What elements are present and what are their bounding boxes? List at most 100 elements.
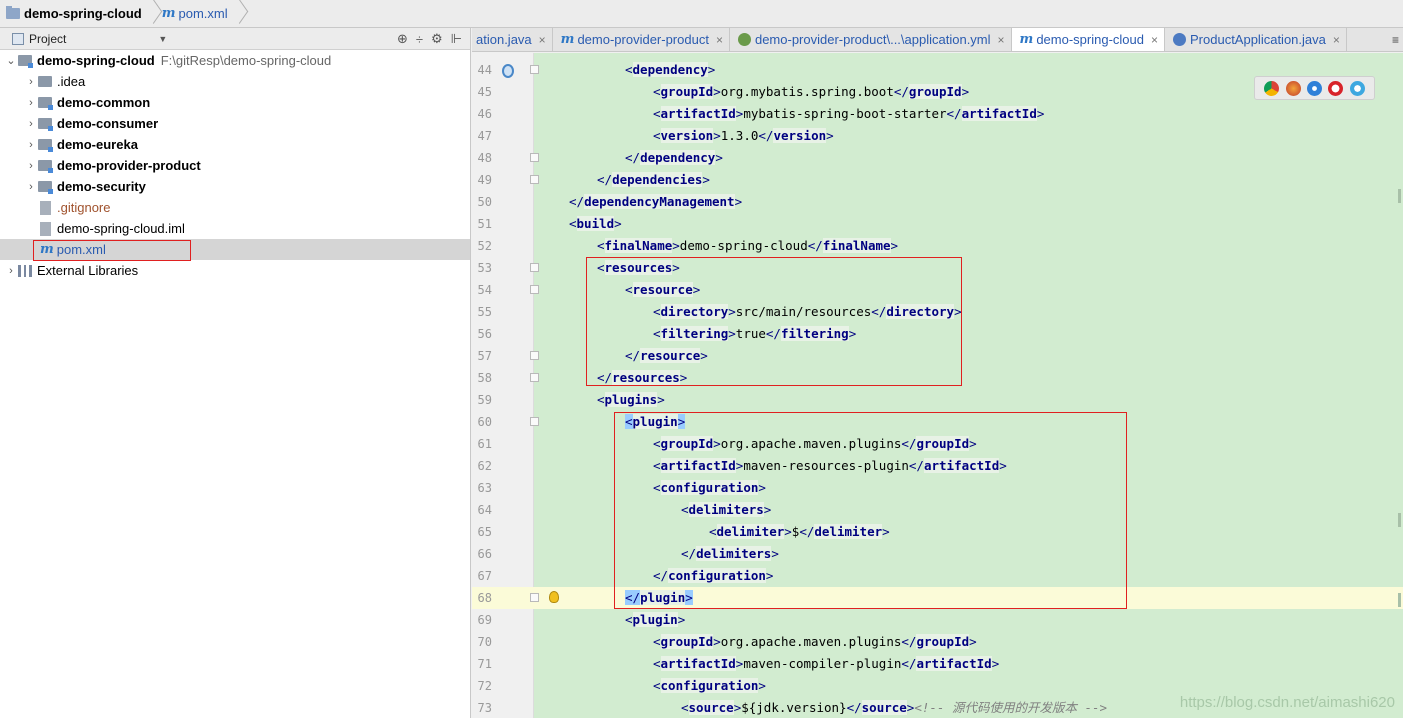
line-number: 58 — [477, 371, 492, 385]
tree-item[interactable]: ›demo-consumer — [0, 113, 470, 134]
line-number: 69 — [477, 613, 492, 627]
chevron-down-icon[interactable]: ⌄ — [6, 55, 16, 67]
code-line[interactable]: 64<delimiters> — [472, 499, 1403, 521]
code-line[interactable]: 61<groupId>org.apache.maven.plugins</gro… — [472, 433, 1403, 455]
opera-icon[interactable] — [1328, 80, 1344, 96]
tree-item[interactable]: ›demo-common — [0, 92, 470, 113]
chevron-right-icon[interactable]: › — [29, 75, 33, 88]
code-text: </configuration> — [653, 568, 774, 583]
fold-marker[interactable] — [530, 593, 539, 602]
code-line[interactable]: 68</plugin> — [472, 587, 1403, 609]
editor-tab[interactable]: ation.java× — [472, 28, 553, 51]
fold-marker[interactable] — [530, 65, 539, 74]
code-line[interactable]: 53<resources> — [472, 257, 1403, 279]
chevron-right-icon[interactable]: › — [29, 180, 33, 193]
safari-icon[interactable] — [1306, 80, 1322, 96]
ie-icon[interactable] — [1349, 80, 1365, 96]
code-line[interactable]: 71<artifactId>maven-compiler-plugin</art… — [472, 653, 1403, 675]
gear-icon[interactable]: ⚙ — [431, 31, 443, 46]
code-line[interactable]: 45<groupId>org.mybatis.spring.boot</grou… — [472, 81, 1403, 103]
chevron-right-icon[interactable]: › — [29, 96, 33, 109]
vcs-marker-icon[interactable] — [502, 64, 514, 78]
code-line[interactable]: 48</dependency> — [472, 147, 1403, 169]
code-line[interactable]: 60<plugin> — [472, 411, 1403, 433]
code-line[interactable]: 70<groupId>org.apache.maven.plugins</gro… — [472, 631, 1403, 653]
code-line[interactable]: 47<version>1.3.0</version> — [472, 125, 1403, 147]
code-line[interactable]: 65<delimiter>$</delimiter> — [472, 521, 1403, 543]
tree-item[interactable]: .gitignore — [0, 197, 470, 218]
tab-list-icon[interactable]: ≡ — [1387, 28, 1403, 51]
code-line[interactable]: 72<configuration> — [472, 675, 1403, 697]
line-number: 50 — [477, 195, 492, 209]
close-icon[interactable]: × — [715, 32, 723, 47]
line-number: 73 — [477, 701, 492, 715]
module-folder-icon — [38, 181, 53, 194]
code-line[interactable]: 46<artifactId>mybatis-spring-boot-starte… — [472, 103, 1403, 125]
close-icon[interactable]: × — [1332, 32, 1340, 47]
fold-marker[interactable] — [530, 263, 539, 272]
fold-marker[interactable] — [530, 285, 539, 294]
locate-icon[interactable]: ⊕ — [396, 31, 408, 46]
chevron-right-icon[interactable]: › — [29, 117, 33, 130]
code-line[interactable]: 57</resource> — [472, 345, 1403, 367]
lightbulb-icon[interactable] — [549, 591, 559, 603]
editor-tab[interactable]: demo-provider-product\...\application.ym… — [730, 28, 1012, 51]
code-line[interactable]: 56<filtering>true</filtering> — [472, 323, 1403, 345]
code-text: <plugins> — [597, 392, 665, 407]
library-icon — [18, 264, 32, 277]
close-icon[interactable]: × — [997, 32, 1005, 47]
fold-marker[interactable] — [530, 175, 539, 184]
code-line[interactable]: 67</configuration> — [472, 565, 1403, 587]
line-number: 45 — [477, 85, 492, 99]
code-line[interactable]: 69<plugin> — [472, 609, 1403, 631]
close-icon[interactable]: × — [538, 32, 546, 47]
code-line[interactable]: 55<directory>src/main/resources</directo… — [472, 301, 1403, 323]
tree-item[interactable]: ›demo-eureka — [0, 134, 470, 155]
fold-marker[interactable] — [530, 351, 539, 360]
fold-marker[interactable] — [530, 373, 539, 382]
code-line[interactable]: 50</dependencyManagement> — [472, 191, 1403, 213]
breadcrumb-file[interactable]: m pom.xml — [161, 6, 228, 21]
code-text: </plugin> — [625, 590, 693, 605]
code-line[interactable]: 44<dependency> — [472, 59, 1403, 81]
code-line[interactable]: 49</dependencies> — [472, 169, 1403, 191]
chevron-right-icon[interactable]: › — [9, 264, 13, 277]
collapse-icon[interactable]: ÷ — [415, 31, 424, 47]
code-line[interactable]: 66</delimiters> — [472, 543, 1403, 565]
chevron-down-icon[interactable]: ▼ — [158, 33, 168, 44]
code-line[interactable]: 51<build> — [472, 213, 1403, 235]
fold-marker[interactable] — [530, 417, 539, 426]
code-text: <finalName>demo-spring-cloud</finalName> — [597, 238, 899, 253]
code-line[interactable]: 63<configuration> — [472, 477, 1403, 499]
firefox-icon[interactable] — [1285, 80, 1301, 96]
scrollbar[interactable] — [1398, 53, 1402, 718]
code-editor[interactable]: 44<dependency>45<groupId>org.mybatis.spr… — [472, 53, 1403, 718]
module-folder-icon — [18, 55, 33, 68]
chevron-right-icon[interactable]: › — [29, 138, 33, 151]
breadcrumb-project[interactable]: demo-spring-cloud — [0, 0, 146, 28]
code-line[interactable]: 59 <plugins> — [472, 389, 1403, 411]
hide-icon[interactable]: ⊩ — [450, 31, 462, 46]
tree-item[interactable]: demo-spring-cloud.iml — [0, 218, 470, 239]
tree-item[interactable]: ›demo-security — [0, 176, 470, 197]
editor-tab[interactable]: ProductApplication.java× — [1165, 28, 1347, 51]
code-line[interactable]: 58</resources> — [472, 367, 1403, 389]
code-line[interactable]: 52<finalName>demo-spring-cloud</finalNam… — [472, 235, 1403, 257]
code-line[interactable]: 62<artifactId>maven-resources-plugin</ar… — [472, 455, 1403, 477]
close-icon[interactable]: × — [1150, 32, 1158, 47]
project-panel-header[interactable]: Project ▼ — [0, 28, 470, 50]
fold-marker[interactable] — [530, 153, 539, 162]
tree-item[interactable]: ›.idea — [0, 71, 470, 92]
line-number: 59 — [477, 393, 492, 407]
tree-item[interactable]: ›demo-provider-product — [0, 155, 470, 176]
chevron-right-icon[interactable]: › — [29, 159, 33, 172]
code-line[interactable]: 54<resource> — [472, 279, 1403, 301]
chrome-icon[interactable] — [1264, 80, 1280, 96]
code-line[interactable]: 73<source>${jdk.version}</source><!-- 源代… — [472, 697, 1403, 718]
tree-item[interactable]: ›External Libraries — [0, 260, 470, 281]
